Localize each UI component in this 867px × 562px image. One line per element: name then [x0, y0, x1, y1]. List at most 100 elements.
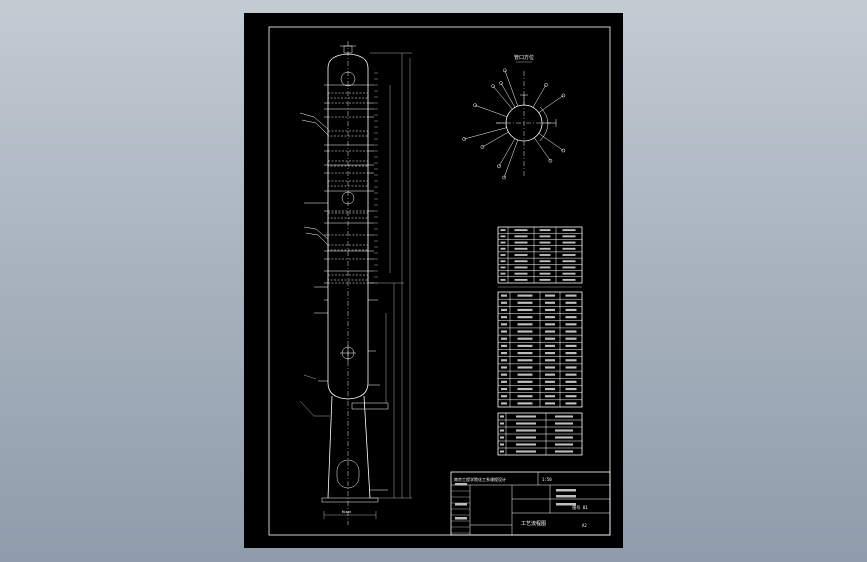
nozzle-table-cell-text — [517, 316, 533, 319]
parts-table-cell-text — [516, 415, 536, 418]
technical-table-cell-text — [500, 260, 506, 263]
orientation-nozzle-end — [462, 137, 466, 141]
nozzle-table-cell-text — [517, 366, 533, 369]
packing-section — [327, 244, 369, 251]
nozzle-table-cell-text — [501, 352, 507, 355]
technical-table-cell-text — [514, 266, 528, 269]
nozzle-table-cell-text — [545, 387, 555, 391]
nozzle-table-cell-text — [517, 352, 533, 355]
nozzle-table-cell-text — [565, 344, 577, 347]
nozzle-table-cell-text — [565, 352, 577, 355]
orientation-spoke — [538, 95, 564, 113]
orientation-spoke — [534, 137, 551, 161]
parts-table-cell-text — [555, 443, 573, 446]
parts-table-cell-text — [516, 443, 536, 446]
technical-table-cell-text — [562, 241, 576, 244]
orientation-nozzle-end — [473, 103, 477, 108]
nozzle-table-cell-text — [545, 330, 555, 333]
technical-table-cell-text — [539, 272, 551, 275]
technical-table-cell-text — [562, 247, 576, 250]
orientation-nozzle-end — [499, 81, 503, 86]
nozzle-table-cell-text — [501, 301, 507, 304]
technical-table-cell-text — [514, 241, 528, 244]
technical-table-cell-text — [500, 278, 506, 281]
title-cell-text — [455, 483, 467, 486]
feed-line-1 — [299, 112, 329, 130]
title-cell-text — [455, 517, 467, 520]
nozzle-table-cell-text — [501, 366, 507, 369]
parts-table-cell-text — [555, 429, 573, 432]
title-cell-text — [556, 503, 576, 506]
nozzle-table-cell-text — [565, 330, 577, 333]
nozzle-table-cell-text — [501, 380, 507, 383]
title-block-sheet-size: A2 — [582, 523, 587, 528]
technical-table-cell-text — [562, 229, 576, 232]
nozzle-table-cell-text — [501, 344, 507, 347]
technical-table-cell-text — [562, 278, 576, 281]
technical-table-cell-text — [514, 235, 528, 238]
nozzle-table-cell-text — [501, 316, 507, 319]
technical-table-cell-text — [500, 254, 506, 256]
parts-table-cell-text — [500, 443, 504, 446]
technical-table-cell-text — [514, 247, 528, 250]
orientation-spoke — [492, 86, 513, 110]
nozzle-table-cell-text — [565, 387, 577, 391]
orientation-spoke — [500, 83, 516, 108]
orientation-nozzle-end — [480, 145, 485, 149]
nozzle-table-cell-text — [545, 308, 555, 312]
nozzle-table-cell-text — [517, 308, 533, 312]
nozzle-table-cell-text — [545, 294, 555, 297]
orientation-nozzle-end — [491, 84, 495, 89]
nozzle-table-cell-text — [545, 402, 555, 405]
title-cell-text — [556, 489, 576, 492]
nozzle-table-cell-text — [517, 294, 533, 297]
orientation-nozzle-end — [502, 175, 507, 180]
title-block: 南京工程学院化工系课程设计 1:50 图号 01 工艺流程图 A2 — [450, 471, 611, 536]
column-bottom-head — [327, 382, 369, 400]
packing-section — [327, 130, 369, 137]
base-ring — [321, 497, 379, 503]
technical-table-cell-text — [539, 254, 551, 256]
parts-table-cell-text — [500, 429, 504, 432]
nozzle-table-cell-text — [565, 337, 577, 340]
orientation-nozzle-end — [561, 148, 566, 153]
nozzle-table-cell-text — [545, 301, 555, 304]
orientation-nozzle-end — [548, 158, 553, 163]
manhole-middle — [341, 191, 355, 205]
column-trays — [324, 72, 378, 284]
cad-drawing: Φ1600 — [268, 26, 611, 536]
nozzle-table-cell-text — [501, 294, 507, 297]
nozzle-table-cell-text — [545, 366, 555, 369]
nozzle-table-cell-text — [545, 395, 555, 398]
nozzle-table-cell-text — [501, 308, 507, 312]
nozzle-table-cell-text — [565, 373, 577, 376]
nozzle-table-cell-text — [565, 316, 577, 319]
title-block-grid — [451, 483, 576, 534]
nozzle-table-cell-text — [545, 352, 555, 355]
title-cell-text — [556, 495, 576, 498]
technical-table-cell-text — [539, 278, 551, 281]
parts-table-cell-text — [500, 415, 504, 418]
parts-table-cell-text — [555, 436, 573, 439]
drawing-frame — [268, 26, 611, 536]
parts-table-cell-text — [500, 436, 504, 439]
parts-table-cell-text — [555, 415, 573, 418]
skirt-left — [327, 395, 333, 499]
technical-table-cell-text — [514, 278, 528, 281]
packing-section — [327, 180, 369, 187]
nozzle-table-cell-text — [517, 330, 533, 333]
orientation-nozzles — [462, 68, 566, 180]
parts-table-cell-text — [516, 436, 536, 439]
orientation-nozzle-end — [502, 68, 507, 73]
nozzle-table-cell-text — [565, 380, 577, 383]
orientation-spoke — [532, 84, 547, 108]
nozzle-table-cell-text — [565, 301, 577, 304]
nozzle-table-cell-text — [565, 323, 577, 326]
technical-table-cell-text — [562, 260, 576, 263]
nozzle-table-cell-text — [545, 344, 555, 347]
orientation-spoke — [538, 133, 564, 151]
nozzle-table-cell-text — [517, 380, 533, 383]
nozzle-table-cell-text — [517, 402, 533, 405]
nozzle-table-cell-text — [565, 294, 577, 297]
technical-table-cell-text — [562, 266, 576, 269]
